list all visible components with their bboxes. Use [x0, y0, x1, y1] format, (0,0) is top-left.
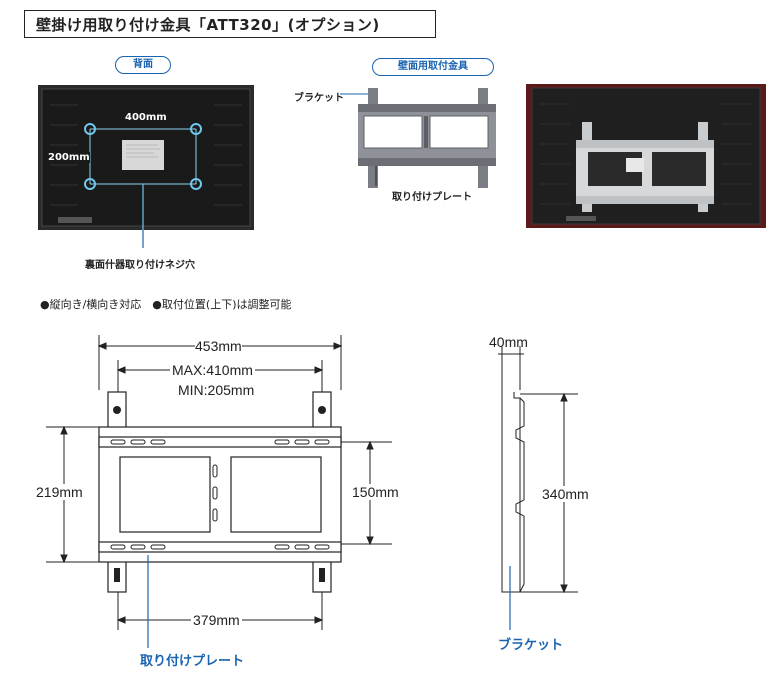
front-dimension-drawing — [46, 335, 392, 648]
hole-label: 裏面什器取り付けネジ穴 — [85, 260, 195, 271]
right-height-label: 150mm — [352, 484, 399, 500]
side-dimension-drawing — [498, 346, 578, 630]
max-span-label: MAX:410mm — [170, 362, 255, 378]
hole-width-label: 400mm — [125, 112, 167, 123]
left-height-label: 219mm — [36, 484, 83, 500]
min-span-label: MIN:205mm — [178, 382, 255, 398]
plate-label: 取り付けプレート — [392, 192, 472, 203]
feature-note: ●縦向き/横向き対応 ●取付位置(上下)は調整可能 — [40, 298, 292, 311]
monitor-back-photo — [38, 85, 254, 230]
mounted-photo — [526, 84, 766, 228]
drawing-plate-label: 取り付けプレート — [140, 654, 245, 669]
back-tag: 背面 — [115, 56, 171, 74]
side-depth-label: 40mm — [489, 334, 528, 350]
hole-height-label: 200mm — [48, 152, 90, 163]
side-height-label: 340mm — [542, 486, 589, 502]
bracket-label: ブラケット — [294, 93, 344, 104]
bracket-tag: 壁面用取付金具 — [372, 58, 494, 76]
page-title: 壁掛け用取り付け金具「ATT320」(オプション) — [36, 16, 380, 34]
bottom-width-label: 379mm — [191, 612, 242, 628]
bracket-photo — [340, 88, 496, 188]
drawing-bracket-label: ブラケット — [498, 638, 564, 653]
hole-callout-line — [142, 230, 144, 248]
width-total-label: 453mm — [195, 338, 242, 354]
title-frame — [24, 10, 436, 38]
